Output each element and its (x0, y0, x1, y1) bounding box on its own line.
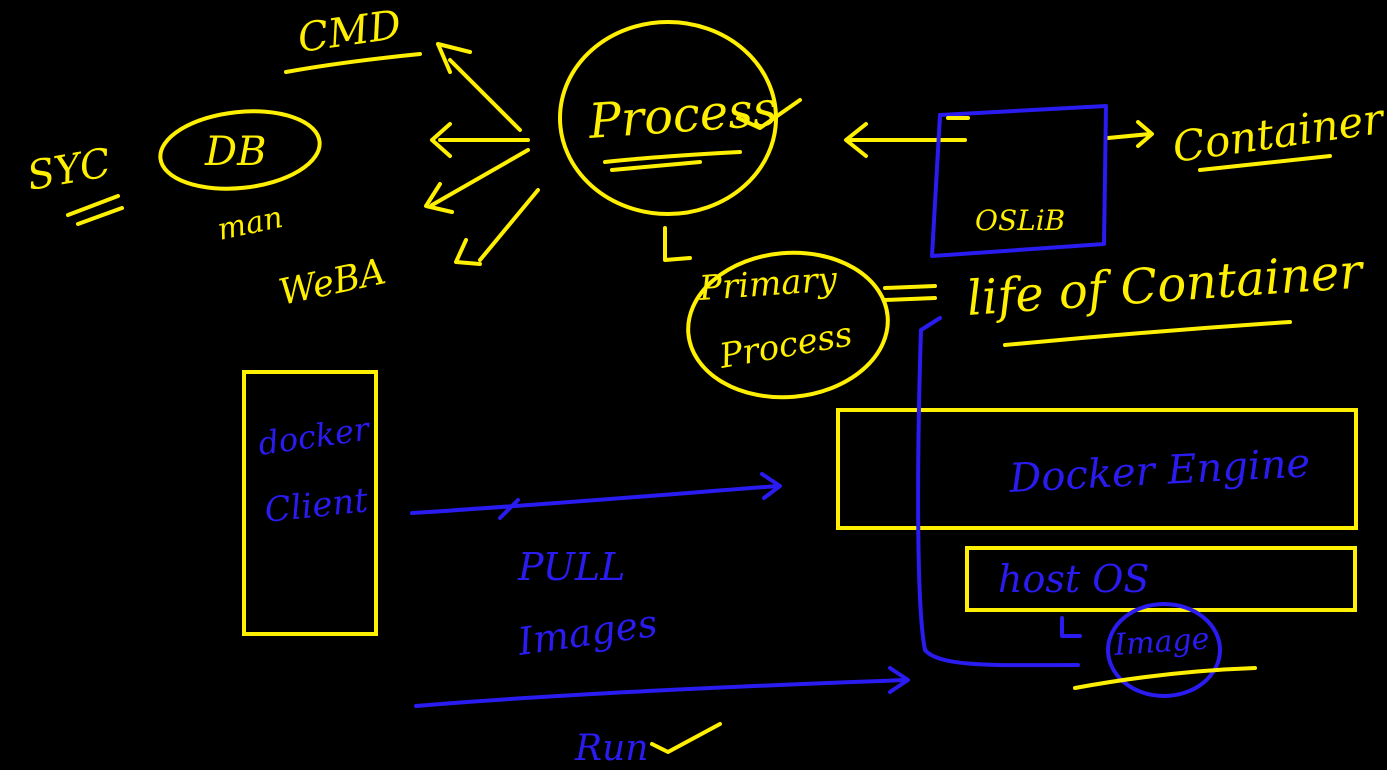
primary-process-circle (686, 250, 890, 400)
process-check (736, 98, 802, 130)
arrow-to-weba (454, 188, 540, 266)
primary-to-life-equals (883, 284, 937, 302)
arrow-to-man (424, 148, 530, 214)
man-label: man (214, 200, 285, 248)
primary-label-line1: Primary (697, 259, 839, 309)
process-label: Process (586, 81, 779, 150)
oslib-label: OSLiB (975, 204, 1065, 237)
container-arrow (1106, 120, 1154, 148)
image-underline (1073, 666, 1257, 690)
pull-tick (498, 498, 520, 520)
run-label: Run (574, 728, 648, 769)
db-label: DB (204, 129, 266, 175)
docker-client-line1: docker (256, 410, 373, 463)
cmd-label: CMD (295, 2, 404, 62)
arrow-to-cmd (436, 42, 522, 132)
run-check (650, 722, 722, 754)
docker-client-line2: Client (263, 480, 370, 531)
pull-arrow (410, 472, 782, 515)
weba-label: WeBA (275, 251, 389, 314)
primary-hook (663, 226, 692, 262)
docker-client-box (242, 370, 378, 636)
svc-label: SYC (24, 140, 114, 200)
image-circle (1106, 602, 1222, 698)
oslib-box (930, 104, 1108, 258)
db-oval (158, 109, 322, 191)
image-hook (1060, 616, 1082, 638)
docker-engine-box (836, 408, 1358, 530)
pull-label: PULL (517, 545, 625, 589)
image-label: Image (1112, 621, 1210, 663)
image-to-primary-curve (916, 316, 1080, 668)
arrow-process-to-box (844, 122, 967, 158)
primary-label-line2: Process (716, 314, 856, 377)
arrow-to-db (430, 122, 530, 158)
process-underline (603, 150, 742, 172)
host-os-label: host OS (998, 557, 1149, 601)
svc-underline (66, 194, 124, 226)
host-os-box (965, 546, 1357, 612)
life-of-container-label: life of Container (965, 243, 1367, 327)
docker-engine-label: Docker Engine (1007, 440, 1311, 502)
container-underline (1198, 154, 1332, 172)
life-underline (1003, 320, 1292, 347)
run-arrow (414, 666, 910, 708)
images-label: Images (514, 601, 660, 664)
cmd-underline (284, 52, 422, 74)
